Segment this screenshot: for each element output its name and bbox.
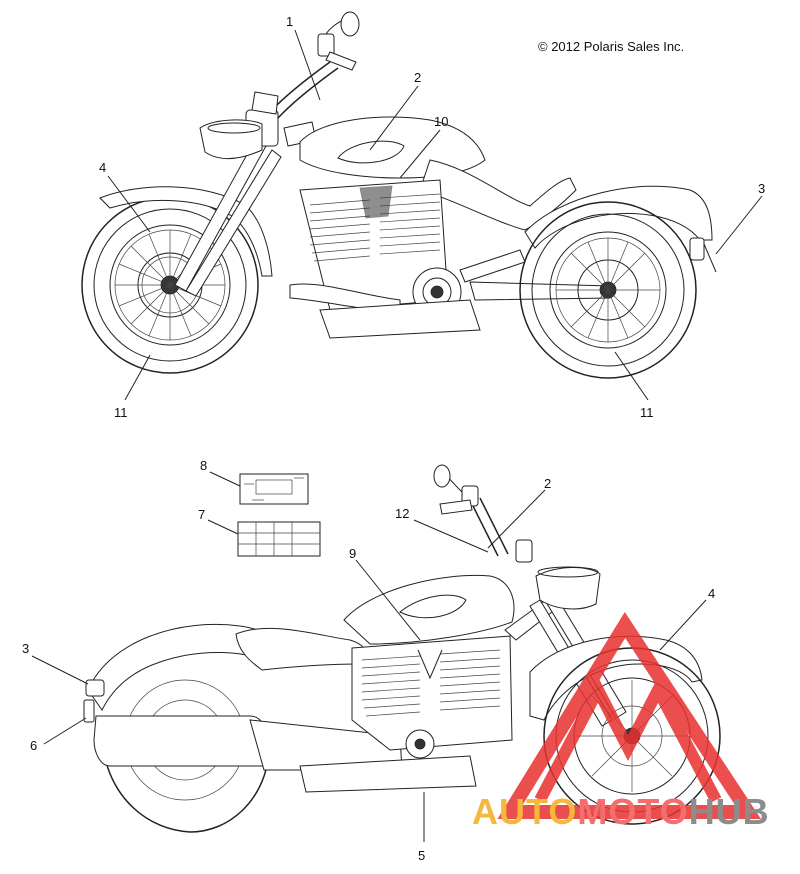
seat-bottom — [235, 627, 368, 671]
watermark-m-shape — [534, 677, 722, 803]
callout-7: 7 — [198, 507, 205, 522]
fuel-tank-bottom — [343, 574, 515, 645]
callout-11-front: 11 — [114, 405, 128, 420]
callout-2-bottom: 2 — [544, 476, 551, 491]
callout-8: 8 — [200, 458, 207, 473]
callout-4-bottom: 4 — [708, 586, 715, 601]
decal-label-7 — [237, 521, 321, 557]
engine-bottom — [299, 635, 513, 793]
callout-1: 1 — [286, 14, 293, 29]
callout-leaders-bottom — [31, 471, 707, 842]
callout-6: 6 — [30, 738, 37, 753]
copyright-text: © 2012 Polaris Sales Inc. — [538, 39, 684, 54]
motorcycle-right-side-view — [81, 11, 717, 379]
callout-3-bottom: 3 — [22, 641, 29, 656]
tail-light-top — [689, 237, 705, 261]
callout-11-rear: 11 — [640, 405, 654, 420]
handlebar-top — [251, 11, 360, 147]
rear-fender-top — [524, 185, 713, 249]
watermark-auto: AUTOMOTOHUB — [472, 791, 770, 832]
callout-leaders-top — [107, 29, 763, 401]
callout-3: 3 — [758, 181, 765, 196]
tail-light-bottom — [85, 679, 105, 697]
seat-top — [419, 159, 577, 231]
callout-numbers-bottom: 8 7 2 12 9 3 4 6 5 — [22, 458, 715, 863]
callout-10: 10 — [434, 114, 448, 129]
headlight-bottom — [535, 567, 601, 610]
callout-numbers-top: 1 2 10 3 4 11 11 — [99, 14, 765, 420]
callout-5: 5 — [418, 848, 425, 863]
handlebar-bottom — [433, 464, 533, 563]
decal-label-8 — [239, 473, 309, 505]
callout-2: 2 — [414, 70, 421, 85]
motorcycle-left-side-view — [83, 464, 721, 833]
callout-9: 9 — [349, 546, 356, 561]
engine-top — [289, 179, 481, 339]
headlight-top — [199, 119, 263, 159]
watermark-logo — [497, 611, 761, 819]
watermark-triangle — [497, 611, 761, 819]
rear-wheel-top — [519, 201, 697, 379]
callout-12: 12 — [395, 506, 409, 521]
front-fender-bottom — [529, 635, 703, 721]
exhaust-muffler-bottom — [93, 715, 269, 767]
front-wheel-top — [81, 196, 259, 374]
watermark-text: AUTOMOTOHUB — [472, 791, 770, 832]
swingarm-top — [469, 281, 611, 301]
callout-4: 4 — [99, 160, 106, 175]
